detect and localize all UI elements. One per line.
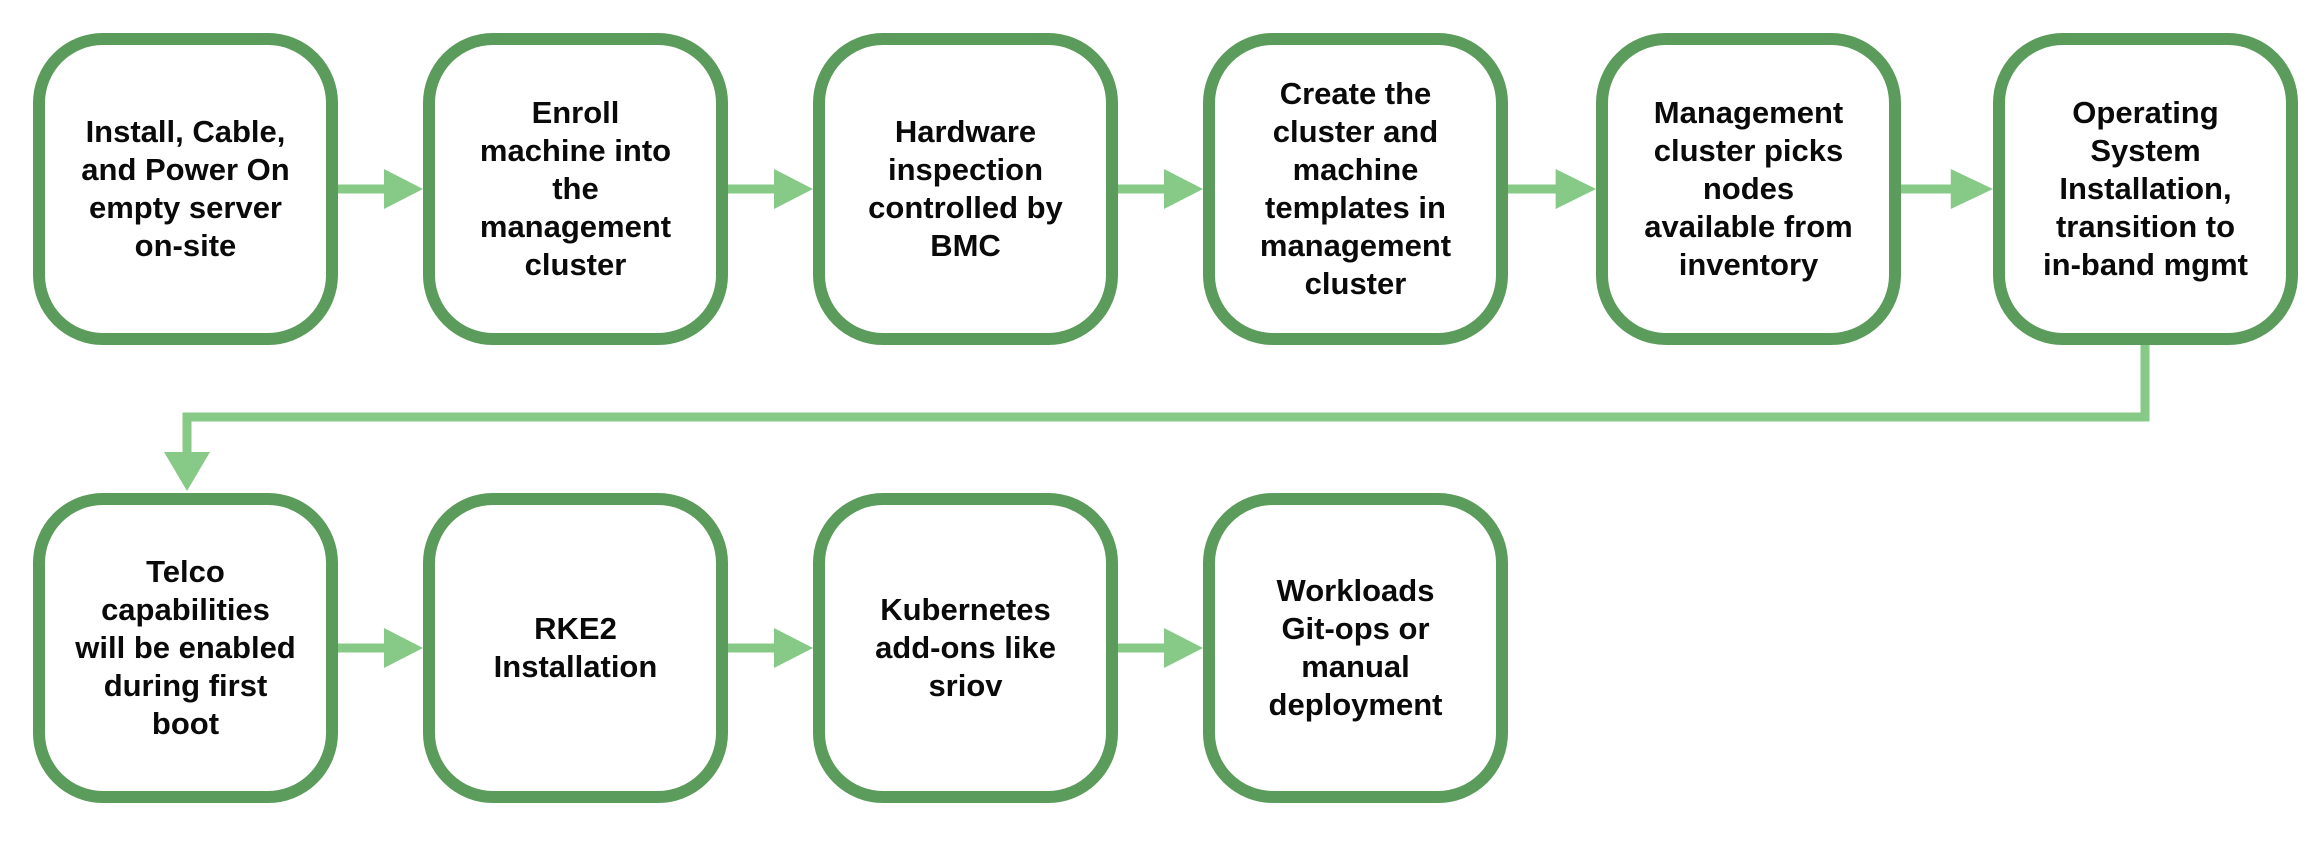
flow-node-hardware-inspection: Hardware inspection controlled by BMC — [813, 33, 1118, 345]
flow-node-management-picks-nodes: Management cluster picks nodes available… — [1596, 33, 1901, 345]
arrow-right-icon — [1901, 169, 1993, 209]
node-label: RKE2 Installation — [493, 611, 658, 684]
node-label: Telco capabilities will be enabled durin… — [75, 554, 296, 741]
flow-node-install-cable-power-on: Install, Cable, and Power On empty serve… — [33, 33, 338, 345]
node-label: Operating System Installation, transitio… — [2043, 95, 2248, 282]
arrow-right-icon — [728, 169, 813, 209]
arrow-right-icon — [338, 169, 423, 209]
flow-node-os-installation: Operating System Installation, transitio… — [1993, 33, 2298, 345]
flow-node-telco-capabilities: Telco capabilities will be enabled durin… — [33, 493, 338, 803]
node-label: Create the cluster and machine templates… — [1259, 76, 1452, 301]
arrow-right-icon — [1118, 169, 1203, 209]
node-label: Enroll machine into the management clust… — [479, 95, 672, 282]
node-label: Management cluster picks nodes available… — [1644, 95, 1853, 282]
arrow-right-icon — [1508, 169, 1596, 209]
node-label: Hardware inspection controlled by BMC — [868, 114, 1063, 263]
flow-node-workloads-deployment: Workloads Git-ops or manual deployment — [1203, 493, 1508, 803]
node-label: Kubernetes add-ons like sriov — [875, 592, 1056, 703]
node-label: Workloads Git-ops or manual deployment — [1268, 573, 1443, 722]
arrow-right-icon — [338, 628, 423, 668]
flow-node-create-cluster-templates: Create the cluster and machine templates… — [1203, 33, 1508, 345]
flow-node-enroll-machine: Enroll machine into the management clust… — [423, 33, 728, 345]
arrow-right-icon — [728, 628, 813, 668]
flow-node-kubernetes-addons: Kubernetes add-ons like sriov — [813, 493, 1118, 803]
flow-node-rke2-installation: RKE2 Installation — [423, 493, 728, 803]
arrow-right-icon — [1118, 628, 1203, 668]
node-label: Install, Cable, and Power On empty serve… — [81, 114, 290, 263]
